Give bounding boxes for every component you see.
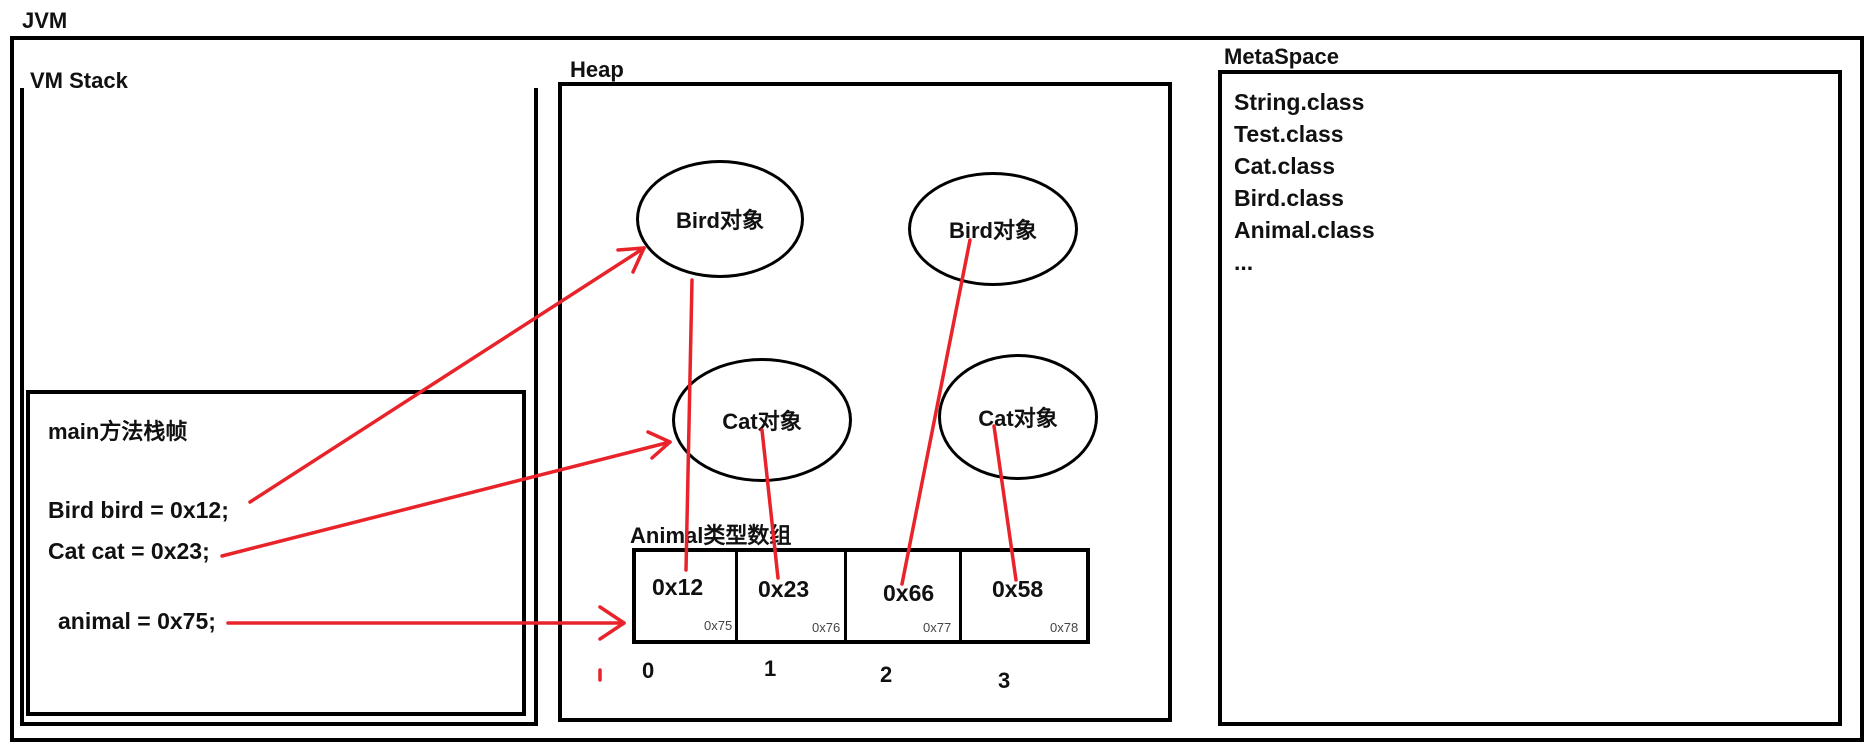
array-cell-value: 0x12 bbox=[652, 574, 704, 600]
main-frame-title: main方法栈帧 bbox=[48, 419, 188, 444]
array-cell: 0x66 0x77 bbox=[847, 548, 962, 644]
array-cell-address: 0x75 bbox=[704, 618, 733, 633]
class-item: Cat.class bbox=[1234, 153, 1336, 179]
element-3-reference bbox=[992, 424, 1018, 582]
bird-variable: Bird bird = 0x12; bbox=[48, 497, 229, 523]
array-cell-value: 0x66 bbox=[883, 580, 935, 606]
array-cell-address: 0x78 bbox=[1050, 620, 1079, 635]
animal-variable: animal = 0x75; bbox=[58, 608, 216, 634]
bird-object-2: Bird对象 bbox=[908, 172, 1078, 286]
cat-reference-arrow bbox=[220, 440, 672, 558]
metaspace-title: MetaSpace bbox=[1224, 44, 1339, 69]
array-cell-address: 0x76 bbox=[812, 620, 841, 635]
array-cell: 0x12 0x75 bbox=[632, 548, 738, 644]
jvm-title: JVM bbox=[22, 8, 68, 33]
metaspace-class-list: String.class Test.class Cat.class Bird.c… bbox=[1234, 86, 1375, 278]
bird-object-1: Bird对象 bbox=[636, 160, 804, 278]
element-0-reference bbox=[684, 278, 694, 572]
heap-container bbox=[558, 82, 1172, 722]
metaspace-container bbox=[1218, 70, 1842, 726]
heap-title: Heap bbox=[570, 57, 624, 82]
class-item: Test.class bbox=[1234, 121, 1344, 147]
main-stack-frame bbox=[26, 390, 526, 716]
vm-stack-container bbox=[20, 88, 538, 726]
class-item: Bird.class bbox=[1234, 185, 1344, 211]
cat-object-2: Cat对象 bbox=[938, 354, 1098, 480]
arrowhead bbox=[616, 246, 646, 274]
array-index: 2 bbox=[880, 662, 893, 687]
cat-variable: Cat cat = 0x23; bbox=[48, 538, 210, 564]
array-index: 3 bbox=[998, 668, 1011, 693]
array-cell: 0x23 0x76 bbox=[738, 548, 847, 644]
array-index: 0 bbox=[642, 658, 655, 683]
class-item: String.class bbox=[1234, 89, 1365, 115]
array-cell-value: 0x23 bbox=[758, 576, 810, 602]
vm-stack-title: VM Stack bbox=[30, 68, 128, 93]
array-cell-address: 0x77 bbox=[923, 620, 952, 635]
element-2-reference bbox=[900, 238, 972, 586]
arrowhead bbox=[598, 605, 626, 641]
animal-array bbox=[632, 548, 1090, 644]
jvm-container bbox=[10, 36, 1864, 742]
arrowhead bbox=[646, 430, 672, 460]
bird-reference-arrow bbox=[248, 246, 646, 504]
array-index: 1 bbox=[764, 656, 777, 681]
element-1-reference bbox=[760, 428, 780, 580]
class-item: Animal.class bbox=[1234, 217, 1375, 243]
class-item: ... bbox=[1234, 249, 1254, 275]
array-title: Animal类型数组 bbox=[630, 523, 792, 548]
